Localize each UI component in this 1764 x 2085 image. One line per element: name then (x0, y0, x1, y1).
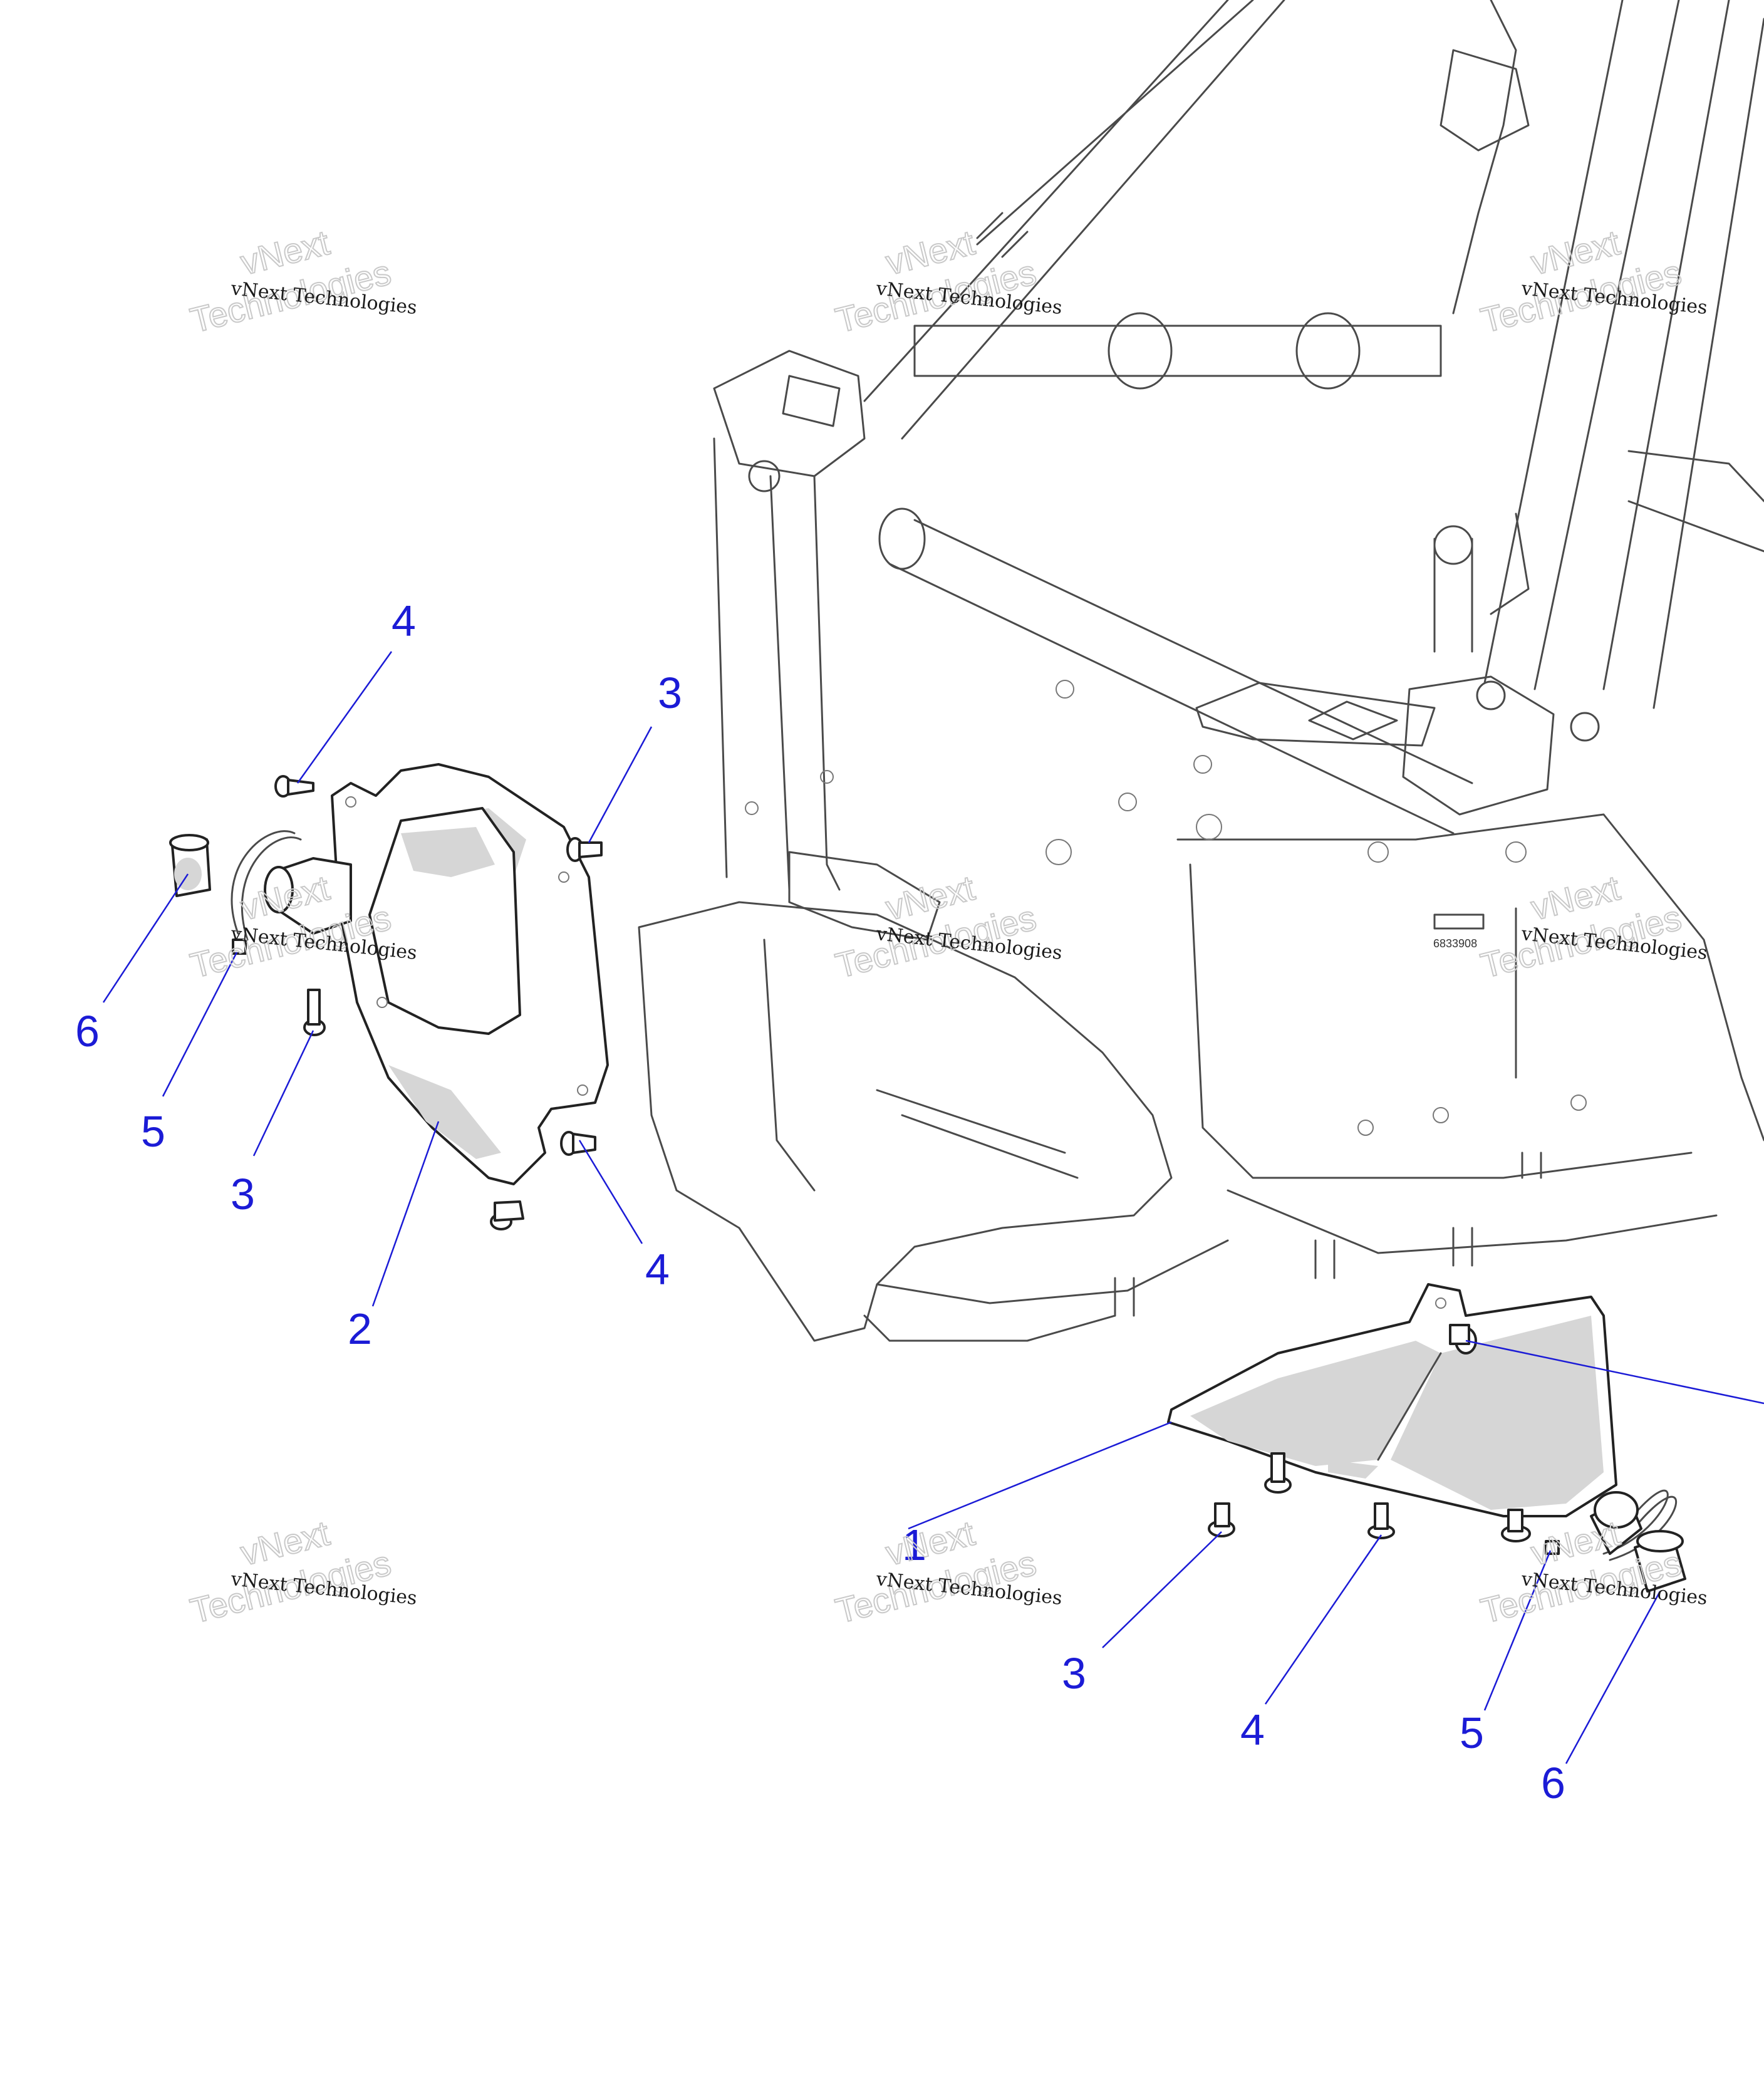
bolt-3-right-c (1501, 1509, 1531, 1542)
bolt-3-lower (490, 1200, 524, 1230)
callout-6-right: 6 (1541, 1759, 1565, 1807)
grommet-6 (169, 834, 211, 897)
callout-4-top: 4 (392, 596, 416, 645)
clamp-5 (231, 830, 352, 955)
right-callouts: 1 3 4 5 6 (902, 1521, 1565, 1807)
screw-4-top (274, 775, 314, 798)
screw-4-right (1367, 1502, 1395, 1539)
vehicle-frame: 6833908 (638, 0, 1764, 1342)
callout-5-right: 5 (1460, 1708, 1484, 1757)
clamp-5-right (1545, 1489, 1678, 1561)
right-bracket-assembly (1167, 1283, 1686, 1593)
frame-decal-text: 6833908 (1433, 937, 1477, 950)
right-leader-lines (908, 1339, 1764, 1764)
callout-2: 2 (348, 1304, 372, 1353)
left-callouts: 4 3 6 5 3 4 2 (75, 596, 682, 1353)
watermark-9: vNext Technologies (1476, 1512, 1686, 1631)
bolt-3-bottom (303, 989, 326, 1036)
watermark-2: vNext Technologies (831, 222, 1040, 341)
grommet-6-right (1634, 1530, 1686, 1593)
callout-6: 6 (75, 1007, 100, 1056)
callout-3-top: 3 (658, 668, 682, 717)
callout-4-bottom: 4 (645, 1245, 670, 1294)
watermark-5: vNext Technologies (831, 867, 1040, 986)
bolt-3-right-b (1208, 1502, 1235, 1537)
bolt-3-top (566, 837, 603, 862)
watermark-1: vNext Technologies (186, 222, 395, 341)
screw-4-bottom (560, 1131, 596, 1156)
bolt-3-right-a (1264, 1452, 1292, 1494)
callout-3-bottom: 3 (231, 1170, 255, 1219)
callout-3-right: 3 (1062, 1649, 1086, 1698)
left-bracket-assembly (169, 763, 609, 1230)
callout-5: 5 (141, 1107, 165, 1156)
left-leader-lines (102, 651, 653, 1307)
callout-4-right: 4 (1240, 1705, 1265, 1754)
watermark-7: vNext Technologies (186, 1512, 395, 1631)
callout-1: 1 (902, 1521, 926, 1569)
